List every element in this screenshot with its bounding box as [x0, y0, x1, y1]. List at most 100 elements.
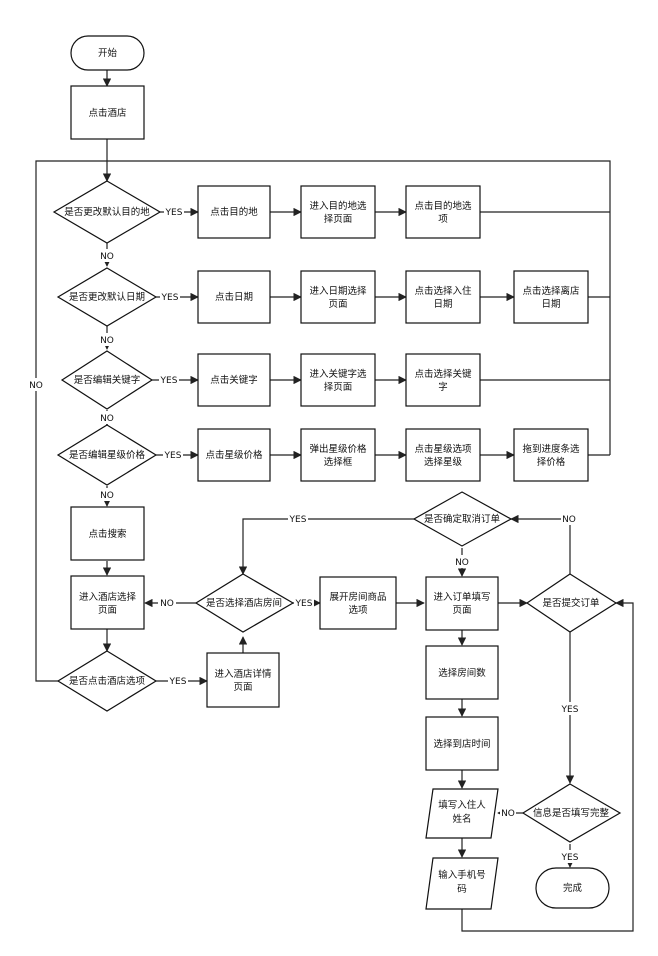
decision-select-room-label: 是否选择酒店房间: [206, 597, 282, 609]
decision-click-hotel-option-label: 是否点击酒店选项: [69, 675, 146, 687]
process-keyword-page: [300, 353, 376, 407]
label-no: NO: [100, 336, 114, 346]
process-order-page-line1: 进入订单填写: [433, 591, 490, 603]
process-keyword-page-line2: 择页面: [324, 381, 353, 393]
label-yes: YES: [164, 451, 182, 461]
edge-right-loop-back: [107, 160, 611, 455]
input-guest-name: [425, 788, 499, 839]
label-yes: YES: [561, 853, 579, 863]
decision-cancel-order-label: 是否确定取消订单: [424, 513, 501, 525]
process-checkin-date-line2: 日期: [433, 299, 452, 310]
process-click-hotel: [70, 85, 145, 140]
decision-change-destination-label: 是否更改默认目的地: [64, 206, 150, 218]
process-star-option: [405, 428, 481, 482]
process-price-slider: [513, 428, 589, 482]
label-yes: YES: [295, 599, 313, 609]
process-destination-page-line1: 进入目的地选: [309, 200, 367, 212]
process-date-page-line1: 进入日期选择: [309, 285, 367, 297]
process-star-popup-line1: 弹出星级价格: [309, 443, 367, 455]
process-date-page-line2: 页面: [328, 299, 347, 310]
process-keyword-select-line1: 点击选择关键: [414, 368, 472, 380]
process-star-popup-line2: 选择框: [324, 456, 353, 468]
process-hotel-list-page-line2: 页面: [98, 605, 117, 616]
decision-change-date: [56, 267, 158, 327]
process-room-count-label: 选择房间数: [438, 667, 486, 679]
process-date-page: [300, 270, 376, 324]
process-click-keyword: [197, 353, 271, 407]
label-yes: YES: [561, 705, 579, 715]
decision-cancel-order: [412, 491, 513, 547]
done-label: 完成: [563, 882, 583, 894]
input-phone-number-line1: 输入手机号: [438, 869, 486, 881]
process-destination-option-line1: 点击目的地选: [414, 200, 472, 212]
process-room-expand-line1: 展开房间商品: [329, 591, 386, 603]
process-order-page-line2: 页面: [452, 605, 471, 616]
process-click-star-price: [197, 428, 271, 482]
process-checkout-date: [513, 270, 589, 324]
process-price-slider-line2: 择价格: [537, 456, 566, 468]
input-guest-name-line1: 填写入住人: [438, 799, 486, 811]
decision-edit-star-price: [56, 424, 158, 486]
process-hotel-detail-page-line2: 页面: [233, 682, 252, 693]
label-yes: YES: [160, 376, 178, 386]
label-yes: YES: [289, 515, 307, 525]
process-checkout-date-line1: 点击选择离店: [522, 285, 579, 297]
process-destination-page-line2: 择页面: [324, 213, 353, 225]
process-keyword-select-line2: 字: [438, 381, 448, 393]
process-checkin-date: [405, 270, 481, 324]
process-click-destination: [197, 185, 271, 239]
process-keyword-page-line1: 进入关键字选: [309, 368, 367, 380]
process-click-search: [70, 506, 145, 561]
decision-select-room: [194, 573, 295, 633]
process-arrival-time: [425, 716, 499, 771]
input-guest-name-line2: 姓名: [452, 813, 471, 825]
done-terminator: [535, 867, 610, 909]
edge-cancel-yes: [238, 518, 414, 575]
process-price-slider-line1: 拖到进度条选: [522, 443, 580, 455]
process-checkin-date-line1: 点击选择入住: [414, 285, 472, 297]
label-no: NO: [29, 381, 43, 391]
process-click-keyword-label: 点击关键字: [210, 374, 258, 386]
process-room-expand: [319, 576, 397, 630]
label-no: NO: [501, 809, 515, 819]
process-room-count: [425, 645, 499, 700]
label-yes: YES: [161, 293, 179, 303]
decision-change-destination: [52, 180, 162, 244]
decision-edit-keyword-label: 是否编辑关键字: [74, 374, 141, 386]
process-order-page: [425, 576, 499, 631]
process-hotel-detail-page: [206, 652, 280, 708]
process-click-search-label: 点击搜索: [88, 528, 126, 540]
decision-submit-order-label: 是否提交订单: [542, 597, 600, 609]
label-no: NO: [100, 491, 114, 501]
process-star-popup: [300, 428, 376, 482]
process-checkout-date-line2: 日期: [541, 299, 560, 310]
decision-change-date-label: 是否更改默认日期: [69, 291, 145, 303]
process-destination-option-line2: 项: [438, 214, 448, 225]
process-destination-page: [300, 185, 376, 239]
label-yes: YES: [169, 677, 187, 687]
label-no: NO: [100, 252, 114, 262]
decision-click-hotel-option: [56, 650, 158, 712]
process-destination-option: [405, 185, 481, 239]
process-hotel-detail-page-line1: 进入酒店详情: [214, 668, 272, 680]
process-hotel-list-page-line1: 进入酒店选择: [79, 591, 137, 603]
process-click-date: [197, 270, 271, 324]
decision-edit-star-price-label: 是否编辑星级价格: [69, 449, 146, 461]
process-click-destination-label: 点击目的地: [210, 206, 258, 218]
decision-submit-order: [525, 573, 618, 633]
decision-info-complete-label: 信息是否填写完整: [533, 807, 610, 819]
input-phone-number: [425, 857, 499, 910]
decision-info-complete: [521, 783, 622, 843]
start-terminator: [70, 35, 145, 71]
start-label: 开始: [98, 47, 118, 59]
process-click-hotel-label: 点击酒店: [88, 107, 126, 119]
process-star-option-line1: 点击星级选项: [414, 443, 472, 455]
label-no: NO: [455, 558, 469, 568]
input-phone-number-line2: 码: [457, 884, 467, 895]
process-keyword-select: [405, 353, 481, 407]
process-star-option-line2: 选择星级: [424, 456, 463, 468]
label-yes: YES: [165, 208, 183, 218]
edge-submit-no: [510, 514, 571, 574]
